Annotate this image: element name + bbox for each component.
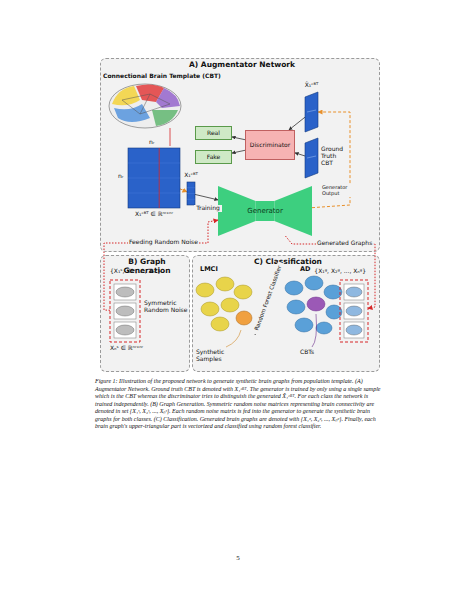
connector-arrow: [285, 236, 375, 308]
panel-heading: C) Classification: [193, 256, 379, 267]
node-label: X̂₁ᶜᴮᵀ: [299, 82, 324, 89]
node-label: X₁ᶜᴮᵀ: [180, 172, 202, 179]
page-number: 5: [232, 554, 244, 562]
edge-label: Generator Output: [321, 185, 351, 197]
panel-ground: [100, 255, 190, 372]
matrix-stack: Ground Truth CBT: [305, 138, 318, 178]
connector-arrow: [289, 117, 305, 130]
figure-label: AD: [300, 266, 320, 273]
figure-label: LMCI: [200, 266, 230, 273]
panel-band: B) Graph Generation{X₁ˢ, X₂ˢ, ..., Xₙˢ}S…: [100, 255, 190, 372]
matrix: X₁ᶜᴮᵀ ∈ ℝⁿʳˣⁿʳ: [128, 148, 180, 208]
generator-block: Generator: [218, 186, 312, 236]
panel-band: A) Augmentator NetworkRealFake Discrimina…: [100, 58, 380, 252]
matrix-outline: [187, 182, 195, 205]
connector-arrow: [195, 194, 218, 199]
node-label: Generator: [247, 207, 283, 215]
matrix-stack-outline: [305, 138, 318, 178]
panel-heading: A) Augmentator Network: [101, 59, 379, 70]
output-box: Real: [195, 126, 232, 140]
brain-illustration: [109, 84, 181, 146]
edge-label: Generated Graphs: [316, 240, 373, 247]
figure-label: nᵣ: [149, 139, 159, 146]
graph-stack: {X₁ᵍ, X₂ᵍ, ..., Xₙᵍ}: [340, 280, 368, 342]
figure-caption: Figure 1: Illustration of the proposed n…: [95, 378, 385, 431]
figure-label: CBTs: [300, 349, 330, 356]
figure-label: nᵣ: [118, 173, 128, 180]
connector-arrow: [232, 137, 245, 140]
node-label: Real: [207, 130, 220, 137]
node-label: X₁ᶜᴮᵀ ∈ ℝⁿʳˣⁿʳ: [116, 211, 192, 218]
graph-stack-outline: [340, 280, 368, 342]
matrix-outline: [128, 148, 180, 208]
leader-line: [226, 330, 241, 347]
figure-label: Connectional Brain Template (CBT): [103, 73, 223, 80]
edge-label: Feeding Random Noise: [128, 239, 199, 246]
edge-label: Training: [194, 205, 222, 212]
discriminator-box: Discriminator: [245, 130, 295, 160]
figure-label: Synthetic Samples: [196, 349, 236, 363]
node-label: Fake: [207, 154, 221, 161]
node-label: Symmetric Random Noise: [144, 300, 188, 314]
matrix-stack-outline: [305, 92, 318, 132]
figure-label: Random Forest Classifier: [252, 261, 284, 335]
leader-line: [312, 314, 317, 347]
node-label: Ground Truth CBT: [321, 146, 349, 167]
connector-arrow: [232, 150, 245, 153]
node-label: {X₁ˢ, X₂ˢ, ..., Xₙˢ}: [110, 268, 182, 275]
node-label: Discriminator: [250, 142, 290, 149]
matrix-stack: X̂₁ᶜᴮᵀ: [305, 92, 318, 132]
graph-stack: {X₁ˢ, X₂ˢ, ..., Xₙˢ}Symmetric Random Noi…: [110, 280, 140, 342]
connector-arrow: [180, 189, 187, 192]
matrix: X₁ᶜᴮᵀ: [187, 182, 195, 205]
connector-arrow: [295, 153, 305, 156]
panel-ground: [100, 58, 380, 252]
panel-ground: [192, 255, 380, 372]
node-label: Xₙˢ ∈ ℝⁿʳˣⁿʳ: [110, 345, 170, 352]
output-box: Fake: [195, 150, 232, 164]
graph-stack-outline: [110, 280, 140, 342]
